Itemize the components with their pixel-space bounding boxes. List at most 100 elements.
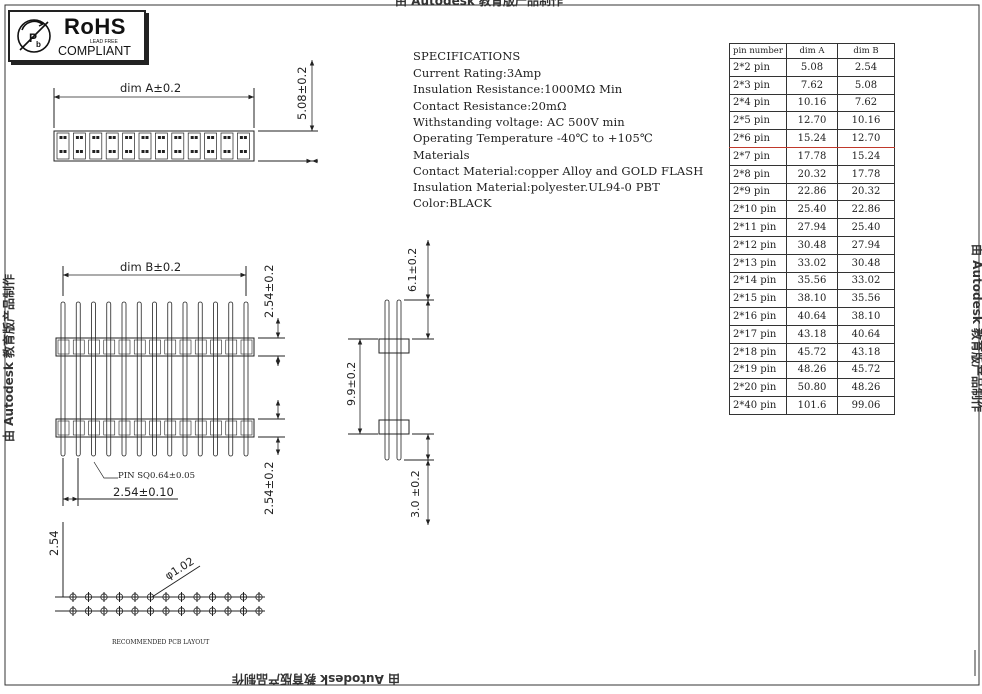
cell-pin-number: 2*4 pin bbox=[729, 93, 787, 113]
pin bbox=[106, 301, 112, 457]
pin-square bbox=[227, 136, 231, 139]
pin-square bbox=[243, 136, 247, 139]
pin-cell bbox=[122, 132, 135, 160]
housing-segment bbox=[88, 420, 100, 436]
cell-pin-number: 2*13 pin bbox=[729, 253, 787, 273]
cell-pin-number: 2*18 pin bbox=[729, 342, 787, 362]
cell-pin-number: 2*8 pin bbox=[729, 164, 787, 184]
pin-square bbox=[161, 136, 165, 139]
cell-dim-a: 12.70 bbox=[786, 111, 838, 131]
front-view bbox=[55, 266, 285, 506]
cell-dim-b: 33.02 bbox=[837, 271, 895, 291]
pin-square bbox=[178, 150, 182, 153]
pin-cell bbox=[237, 132, 250, 160]
cell-dim-a: 15.24 bbox=[786, 129, 838, 148]
cell-dim-b: 12.70 bbox=[837, 129, 895, 148]
top-view bbox=[53, 59, 318, 162]
housing-segment bbox=[88, 339, 100, 355]
side-housing-upper bbox=[378, 338, 410, 354]
pin-square bbox=[178, 136, 182, 139]
lower-row-housing bbox=[55, 418, 255, 438]
dim-a-label: dim A±0.2 bbox=[120, 81, 181, 95]
pin-square bbox=[174, 150, 178, 153]
cell-dim-a: 35.56 bbox=[786, 271, 838, 291]
cell-dim-b: 7.62 bbox=[837, 93, 895, 113]
pin bbox=[136, 301, 142, 457]
pin bbox=[75, 301, 81, 457]
pin-cell bbox=[171, 132, 185, 160]
cell-dim-b: 30.48 bbox=[837, 253, 895, 273]
pin-cell bbox=[56, 132, 70, 160]
pin-cell bbox=[155, 132, 168, 160]
housing-segment bbox=[72, 339, 85, 355]
pin-cell bbox=[187, 132, 201, 160]
housing-segment bbox=[133, 420, 146, 436]
pin-leader bbox=[93, 461, 118, 479]
housing-segment bbox=[179, 420, 192, 436]
pin bbox=[60, 301, 66, 457]
pin-square bbox=[207, 150, 211, 153]
housing-segment bbox=[194, 339, 207, 355]
pin-square bbox=[239, 150, 243, 153]
housing-segment bbox=[57, 420, 70, 436]
pin bbox=[167, 301, 173, 457]
spec-line: Current Rating:3Amp bbox=[413, 66, 542, 80]
cell-dim-b: 15.24 bbox=[837, 146, 895, 166]
pin-square bbox=[239, 136, 243, 139]
housing-segment bbox=[164, 339, 177, 355]
side-view bbox=[348, 240, 434, 525]
cell-pin-number: 2*14 pin bbox=[729, 271, 787, 291]
cell-pin-number: 2*2 pin bbox=[729, 58, 787, 77]
spec-line: Operating Temperature -40℃ to +105℃ bbox=[413, 131, 653, 146]
housing-segment bbox=[149, 339, 161, 355]
cell-dim-b: 22.86 bbox=[837, 200, 895, 220]
pin-square bbox=[92, 136, 96, 139]
cell-dim-b: 35.56 bbox=[837, 289, 895, 309]
pin-square bbox=[223, 136, 227, 139]
cell-pin-number: 2*40 pin bbox=[729, 396, 787, 415]
pin-square bbox=[63, 150, 67, 153]
watermark-top: 由 Autodesk 教育版产品制作 bbox=[395, 0, 564, 8]
pin-square bbox=[112, 136, 116, 139]
cell-dim-b: 25.40 bbox=[837, 218, 895, 237]
pin bbox=[182, 301, 188, 457]
cell-pin-number: 2*5 pin bbox=[729, 111, 787, 131]
pcb-layout bbox=[55, 522, 265, 616]
cell-pin-number: 2*19 pin bbox=[729, 360, 787, 380]
pin-square bbox=[75, 136, 79, 139]
cell-dim-b: 99.06 bbox=[837, 396, 895, 415]
housing-segment bbox=[103, 339, 116, 355]
height-top-label: 5.08±0.2 bbox=[295, 66, 309, 120]
housing-top bbox=[53, 130, 255, 162]
pin-square bbox=[59, 150, 63, 153]
pin-square bbox=[129, 136, 133, 139]
side-pin bbox=[384, 299, 390, 461]
cell-dim-b: 10.16 bbox=[837, 111, 895, 131]
cell-dim-b: 40.64 bbox=[837, 324, 895, 344]
pin-cell bbox=[138, 132, 152, 160]
pin-square bbox=[112, 150, 116, 153]
housing-segment bbox=[210, 339, 222, 355]
pin-square bbox=[207, 136, 211, 139]
cell-pin-number: 2*9 pin bbox=[729, 182, 787, 202]
cell-dim-a: 20.32 bbox=[786, 164, 838, 184]
pin-cell bbox=[204, 132, 217, 160]
watermark-left: 由 Autodesk 教育版产品制作 bbox=[2, 273, 16, 442]
pin-square bbox=[92, 150, 96, 153]
pin-square bbox=[96, 150, 100, 153]
cell-pin-number: 2*16 pin bbox=[729, 307, 787, 326]
pin-square bbox=[157, 136, 161, 139]
pin-square bbox=[223, 150, 227, 153]
pin-square bbox=[243, 150, 247, 153]
